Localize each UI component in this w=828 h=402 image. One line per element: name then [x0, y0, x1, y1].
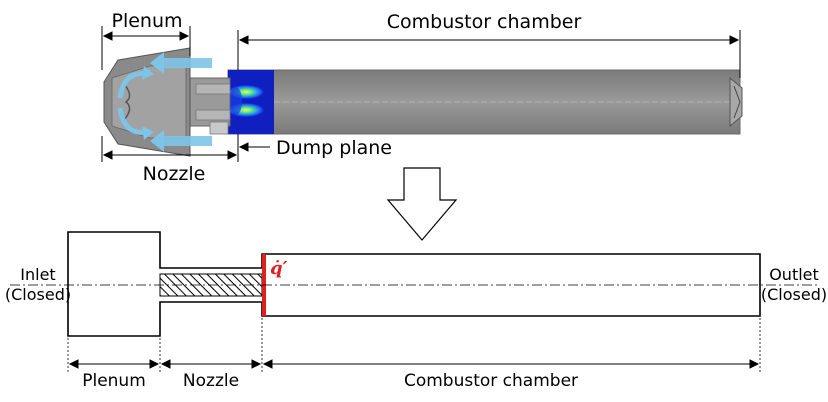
label-dump-plane: Dump plane	[276, 137, 392, 159]
cfd-rendering: Plenum Combustor chamber Nozzle Dump pla…	[101, 10, 743, 185]
outlet-cone	[729, 76, 743, 128]
label-inlet: Inlet	[20, 265, 55, 284]
label-combustor-top: Combustor chamber	[387, 11, 582, 33]
extension-lines	[67, 318, 761, 372]
dim-plenum-top	[101, 26, 191, 70]
label-heat-release: q̇′	[270, 258, 288, 279]
inflow-arrow-upper-icon	[164, 58, 212, 68]
label-outlet: Outlet	[769, 265, 819, 284]
dim-combustor-top	[237, 30, 741, 78]
label-combustor-bottom: Combustor chamber	[404, 371, 578, 391]
dump-plane-pointer	[238, 142, 270, 152]
label-plenum-top: Plenum	[111, 10, 182, 32]
dim-lines-bottom	[68, 359, 760, 369]
dim-nozzle-top	[101, 134, 239, 162]
duct-outline	[67, 231, 761, 337]
schematic-model: q̇′ Inlet (Closed) Outlet (Closed) Plenu…	[5, 231, 827, 391]
label-outlet-bc: (Closed)	[761, 285, 827, 304]
label-nozzle-bottom: Nozzle	[183, 371, 239, 391]
label-plenum-bottom: Plenum	[82, 371, 146, 391]
down-arrow-icon	[386, 167, 458, 241]
label-nozzle-top: Nozzle	[143, 163, 206, 185]
label-inlet-bc: (Closed)	[5, 285, 71, 304]
inflow-arrow-lower-icon	[164, 136, 212, 146]
